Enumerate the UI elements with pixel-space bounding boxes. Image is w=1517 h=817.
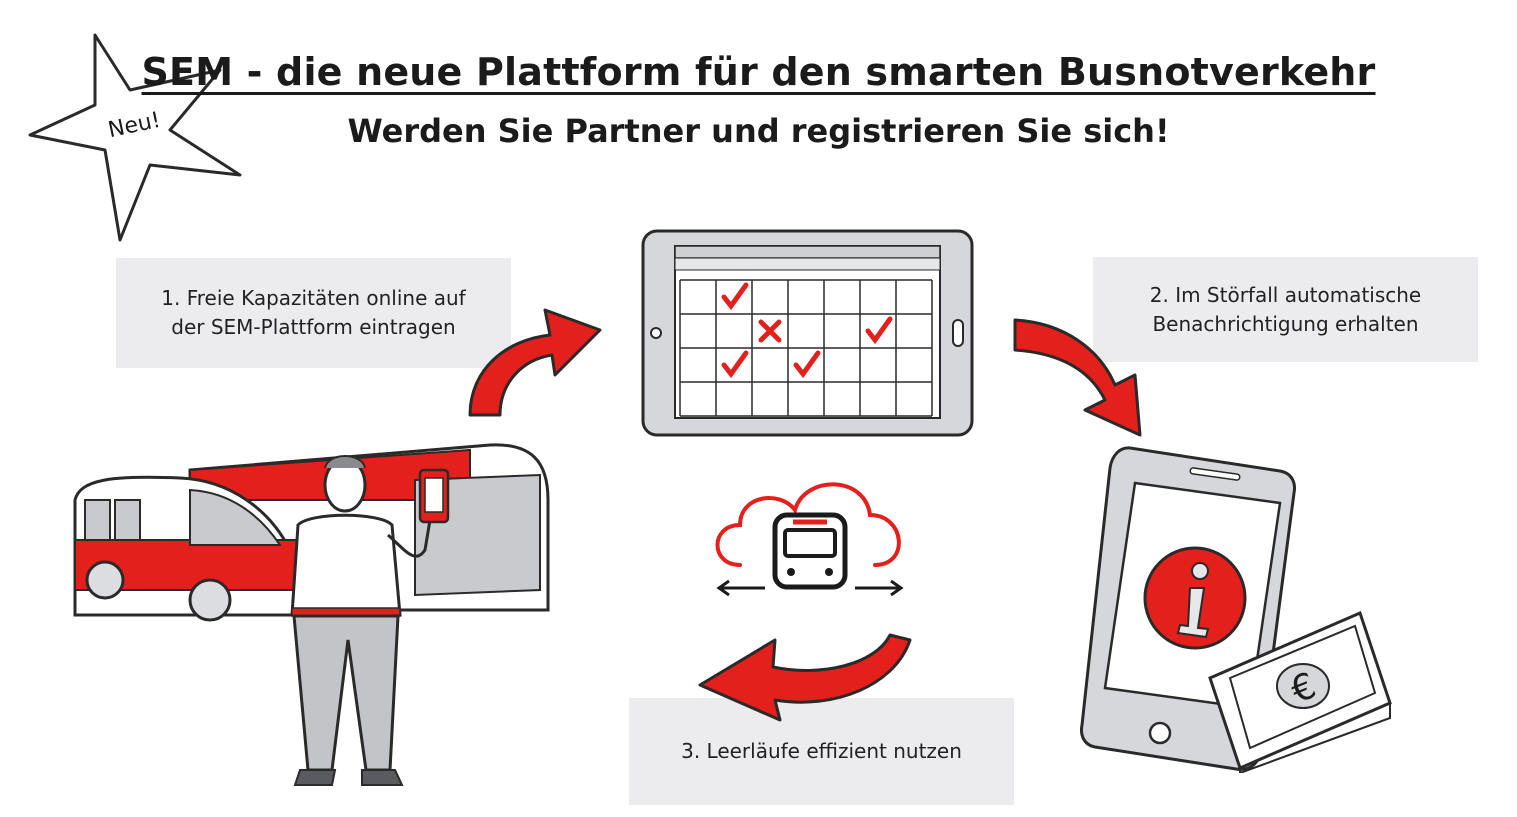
star-badge-icon	[28, 33, 242, 242]
page-title: SEM - die neue Plattform für den smarten…	[141, 50, 1376, 94]
euro-banknotes-icon: €	[1208, 610, 1392, 773]
calendar-check-icon	[721, 282, 749, 311]
page-subtitle: Werden Sie Partner und registrieren Sie …	[347, 112, 1170, 150]
calendar-cross-icon	[758, 319, 782, 343]
step-2-box: 2. Im Störfall automatische Benachrichti…	[1093, 257, 1478, 362]
step-1-box: 1. Freie Kapazitäten online auf der SEM-…	[116, 258, 511, 368]
calendar-check-icon	[721, 350, 749, 379]
arrow-step-1-icon	[468, 308, 602, 417]
arrow-step-3-icon	[698, 633, 912, 722]
calendar-check-icon	[793, 350, 821, 379]
cloud-bus-icon	[715, 482, 904, 597]
tablet-calendar-icon	[641, 229, 974, 437]
calendar-check-icon	[865, 316, 893, 345]
step-2-label: 2. Im Störfall automatische Benachrichti…	[1149, 282, 1422, 336]
calendar-grid	[679, 279, 933, 417]
bus-fleet-person-illustration	[73, 443, 550, 786]
arrow-step-2-icon	[1013, 318, 1142, 437]
step-3-box: 3. Leerläufe effizient nutzen	[629, 698, 1014, 805]
step-3-label: 3. Leerläufe effizient nutzen	[681, 739, 962, 763]
step-1-label: 1. Freie Kapazitäten online auf der SEM-…	[161, 286, 466, 339]
